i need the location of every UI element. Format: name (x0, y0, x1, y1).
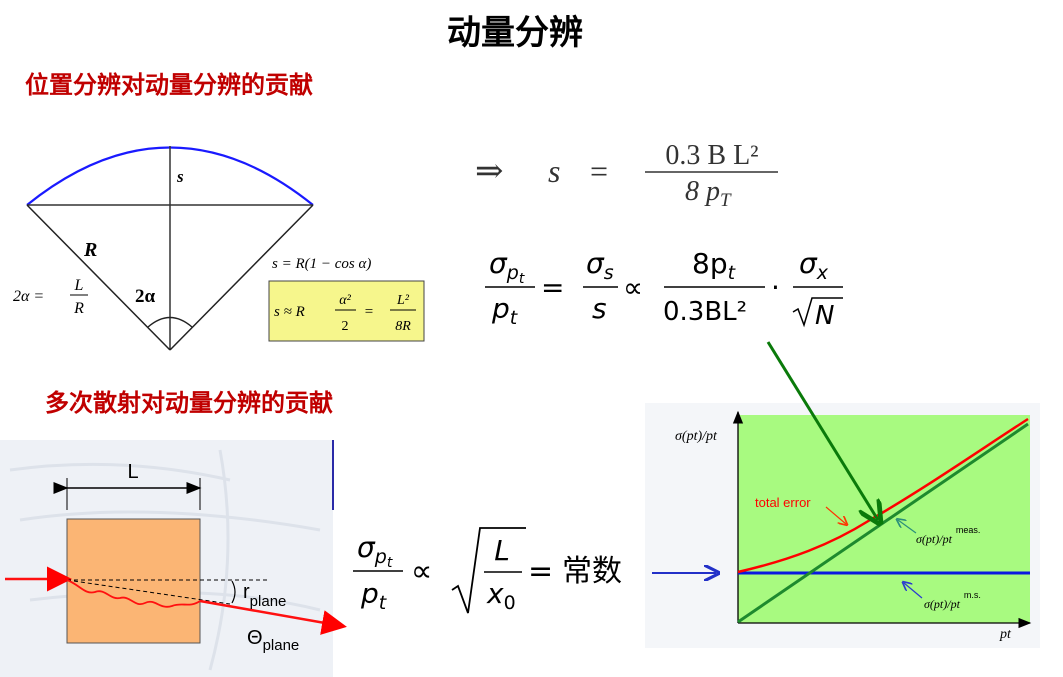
approx-den1: 2 (342, 319, 349, 334)
multiple-scattering-diagram: L rplane Θplane (0, 440, 347, 677)
f3-root-num: L (494, 534, 510, 567)
resolution-chart: σ(pt)/pt pt total error σ(pt)/ptmeas. σ(… (645, 403, 1040, 648)
L-label: L (127, 461, 138, 483)
sqrt-sign (792, 297, 843, 328)
approx-num2: L² (396, 293, 410, 308)
angle-arc (147, 316, 193, 328)
f2-f4-num: σx (799, 247, 829, 284)
f3-root-den: x0 (486, 577, 516, 614)
f2-lhs-num: σpt (489, 247, 525, 287)
approx-den2: 8R (395, 319, 411, 334)
r-plane-label: rplane (243, 581, 286, 610)
formula-multiple-scattering: σpt pt ∝ L x0 = 常数 (353, 527, 622, 614)
radius-right (169, 204, 314, 351)
R-label: R (83, 239, 97, 261)
alpha-eq-num: L (74, 277, 84, 294)
alpha-eq-lhs: 2α = (13, 288, 44, 305)
angle-label: 2α (135, 286, 156, 307)
chart-y-label: σ(pt)/pt (675, 429, 718, 444)
meas-label: σ(pt)/ptmeas. (916, 525, 980, 546)
f3-lhs-den: pt (360, 577, 388, 614)
pointer-arrow-green (766, 341, 878, 520)
formula1-eq: = (590, 153, 608, 189)
f2-f3-den: 0.3BL² (663, 297, 747, 327)
f2-lhs-den: pt (491, 292, 519, 329)
ms-label: σ(pt)/ptm.s. (924, 590, 981, 611)
slide-title: 动量分辨 (447, 13, 583, 53)
f2-prop: ∝ (623, 271, 643, 304)
f2-dot: · (771, 271, 780, 304)
sqrt-sign (451, 527, 526, 614)
implies-symbol: ⇒ (475, 153, 504, 190)
f3-rhs: 常数 (562, 554, 622, 589)
formula-resolution: σpt pt = σs s ∝ 8pt 0.3BL² · σx N (485, 247, 843, 331)
formula1-num: 0.3 B L² (665, 140, 758, 171)
f2-mid-num: σs (586, 247, 614, 284)
outgoing-track (199, 599, 347, 635)
f3-lhs-num: σpt (357, 531, 393, 571)
approx-formula-box (268, 280, 425, 342)
theta-plane-label: Θplane (247, 627, 299, 654)
s-label: s (176, 167, 184, 186)
formula1-den: 8 pT (685, 176, 732, 211)
sagitta-exact-formula: s = R(1 − cos α) (272, 256, 371, 272)
scattered-track (66, 579, 201, 608)
formula1-lhs: s (548, 153, 560, 189)
f2-mid-den: s (592, 292, 607, 325)
approx-lhs: s ≈ R (274, 304, 305, 320)
total-error-label: total error (755, 495, 811, 510)
approx-eq: = (365, 304, 373, 320)
f3-eq: = (528, 554, 553, 589)
f2-f3-num: 8pt (692, 247, 737, 284)
f3-prop: ∝ (411, 554, 432, 589)
material-block (66, 518, 201, 644)
section1-heading: 位置分辨对动量分辨的贡献 (25, 70, 313, 99)
alpha-eq-den: R (73, 300, 84, 317)
radius-left (26, 204, 171, 351)
approx-num1: α² (339, 293, 351, 308)
chart-x-label: pt (999, 627, 1012, 642)
formula-sagitta: ⇒ s = 0.3 B L² 8 pT (475, 140, 778, 211)
f2-f4-den: N (815, 301, 834, 331)
sagitta-diagram: s R 2α 2α = L R s = R(1 − cos α) s ≈ R α… (13, 146, 425, 351)
section2-heading: 多次散射对动量分辨的贡献 (45, 388, 333, 417)
f2-eq: = (541, 271, 564, 304)
